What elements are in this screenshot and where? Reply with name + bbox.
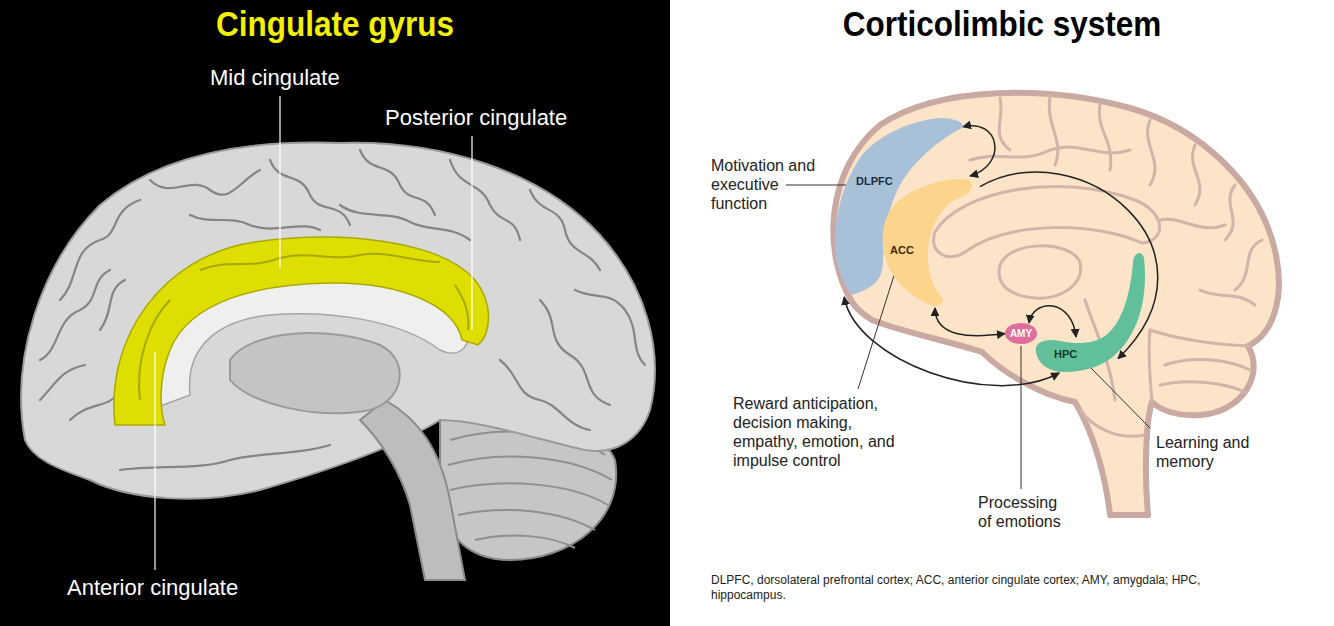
- region-label: Mid cingulate: [210, 65, 340, 91]
- leader-line: [786, 185, 851, 186]
- region-fill: [883, 179, 972, 306]
- brain-outline: [1049, 96, 1058, 165]
- amygdala-region: AMY: [1005, 323, 1037, 344]
- cerebrum: [21, 143, 655, 499]
- brain-outline: [1200, 290, 1255, 305]
- cerebrum: [21, 143, 655, 499]
- leader-line: [279, 96, 280, 268]
- cerebellum: [458, 510, 595, 530]
- brain-outline: [1080, 410, 1145, 436]
- leader-line: [155, 96, 472, 570]
- function-label: Learning and memory: [1156, 433, 1262, 471]
- brain-outline: [1149, 330, 1152, 402]
- cerebrum: [340, 205, 470, 240]
- cerebrum: [450, 160, 520, 240]
- cingulate-gyrus: [114, 237, 489, 425]
- cerebellum: [448, 457, 612, 480]
- panel-title: Corticolimbic system: [703, 4, 1301, 44]
- connector-arrow: [844, 297, 1059, 386]
- cerebrum: [40, 365, 85, 400]
- cerebrum: [360, 150, 435, 215]
- brainstem: [230, 333, 400, 413]
- acc-region: ACC: [880, 176, 980, 308]
- leader-line: [471, 136, 472, 330]
- cerebrum: [70, 390, 120, 420]
- brain-outline: [1160, 382, 1245, 392]
- brain-outline: [999, 246, 1081, 298]
- cerebrum: [150, 170, 260, 195]
- cerebrum: [190, 215, 320, 230]
- brain-outline: [833, 93, 1279, 515]
- leader-line: [1021, 346, 1022, 489]
- cerebrum: [60, 200, 140, 300]
- cerebrum: [120, 445, 330, 470]
- brain-outline: [1225, 185, 1235, 240]
- cingulate-gyrus: [114, 237, 489, 425]
- region-abbreviation: ACC: [890, 245, 914, 256]
- brainstem: [230, 333, 465, 580]
- region-label: Posterior cingulate: [385, 105, 567, 131]
- cerebrum: [40, 270, 110, 360]
- dark-panel: [0, 0, 670, 626]
- region-abbreviation: DLPFC: [856, 176, 893, 187]
- hippocampus-region: HPC: [1034, 337, 1118, 373]
- brain-outline: [1148, 120, 1155, 185]
- cerebellum: [475, 536, 575, 548]
- function-label: Processing of emotions: [978, 493, 1070, 531]
- cingulate-gyrus: [455, 285, 468, 330]
- brain-outline: [999, 98, 1010, 150]
- region-abbreviation: AMY: [1010, 329, 1032, 339]
- region-fill: [1005, 323, 1037, 344]
- cerebrum: [530, 190, 600, 270]
- connector-arrow: [935, 308, 1005, 336]
- brainstem: [360, 400, 465, 580]
- brain-outline: [1193, 145, 1200, 205]
- cerebrum: [270, 160, 350, 225]
- brain-outline: [1165, 360, 1250, 370]
- panel-title: Cingulate gyrus: [34, 4, 637, 44]
- leader-line: [1088, 365, 1150, 428]
- cingulate-gyrus: [200, 254, 440, 270]
- region-shape: [880, 176, 980, 308]
- region-fill: [1036, 253, 1145, 372]
- cerebrum: [40, 150, 645, 470]
- cerebrum: [575, 290, 645, 365]
- cerebrum: [540, 300, 610, 405]
- caption: DLPFC, dorsolateral prefrontal cortex; A…: [711, 573, 1256, 603]
- region-abbreviation: HPC: [1054, 349, 1077, 360]
- brain-outline: [1150, 330, 1248, 346]
- region-label: Anterior cingulate: [67, 575, 238, 601]
- cingulate-gyrus: [139, 254, 468, 400]
- cerebrum: [500, 360, 590, 430]
- brain-outline: [1235, 240, 1262, 290]
- cerebellum: [450, 483, 608, 505]
- function-label: Motivation and executive function: [711, 156, 829, 213]
- connector-arrow: [963, 126, 995, 176]
- brain-outline: [1099, 104, 1111, 170]
- leader-line: [154, 352, 155, 570]
- brain-outline: [1160, 219, 1225, 228]
- function-label: Reward anticipation, decision making, em…: [733, 394, 911, 470]
- cerebrum: [100, 280, 125, 330]
- brain-outline: [833, 93, 1279, 515]
